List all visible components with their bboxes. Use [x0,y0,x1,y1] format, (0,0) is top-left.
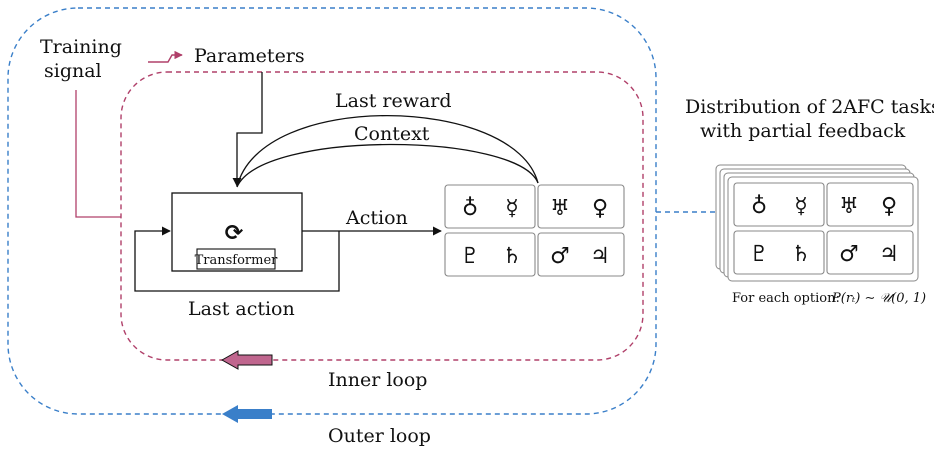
option-symbol: ♃ [590,244,610,269]
option-symbol: ♇ [749,242,769,267]
option-symbol: ♄ [791,242,811,267]
option-card [444,232,536,277]
outer-loop-arrow [222,405,272,423]
distribution-title-line2: with partial feedback [700,120,906,142]
inner-loop-boundary [120,71,644,361]
option-symbol: ♇ [460,244,480,269]
distribution-title-line1: Distribution of 2AFC tasks [685,96,934,118]
parameters-arrow-icon [148,50,183,63]
inner-loop-label: Inner loop [328,369,427,391]
outer-loop-label: Outer loop [328,425,431,447]
recurrence-icon: ⟳ [225,221,244,246]
option-symbol: ♅ [839,194,859,219]
option-symbol: ♀ [592,196,608,221]
option-grid: ♁ ☿ ♅ ♀ ♇ ♄ ♂ ♃ [444,184,625,277]
option-symbol: ♂ [550,244,570,269]
option-card [826,182,914,227]
training-signal-label-line1: Training [40,36,122,58]
context-arc [236,143,539,188]
option-symbol: ♁ [462,196,478,221]
last-action-label: Last action [188,298,295,320]
option-symbol: ♁ [751,194,767,219]
transformer-box [196,248,276,270]
option-card [733,182,825,227]
inner-loop-arrow [220,350,273,370]
last-action-loop [134,226,340,292]
option-card [733,230,825,275]
option-card [444,184,536,229]
action-label: Action [345,207,408,229]
option-card [537,232,625,277]
option-symbol: ☿ [794,194,808,219]
option-symbol: ♅ [550,196,570,221]
reward-distribution-formula: P(rₜ) ∼ 𝒰(0, 1) [831,291,926,306]
last-reward-arc [236,114,539,188]
option-symbol: ♀ [881,194,897,219]
option-card [826,230,914,275]
option-symbol: ☿ [505,196,519,221]
training-signal-connector [75,90,121,218]
parameters-label: Parameters [194,45,305,67]
option-symbol: ♃ [879,242,899,267]
option-card [537,184,625,229]
transformer-label: Transformer [195,253,279,268]
option-symbol: ♄ [502,244,522,269]
outer-loop-boundary [7,7,657,415]
training-signal-label-line2: signal [44,60,102,82]
parameters-connector [232,72,263,187]
for-each-option-label: For each option: [732,291,840,306]
task-distribution-stack: ♁ ☿ ♅ ♀ ♇ ♄ ♂ ♃ [715,164,919,282]
option-symbol: ♂ [839,242,859,267]
last-reward-label: Last reward [335,90,452,112]
context-label: Context [354,123,430,145]
